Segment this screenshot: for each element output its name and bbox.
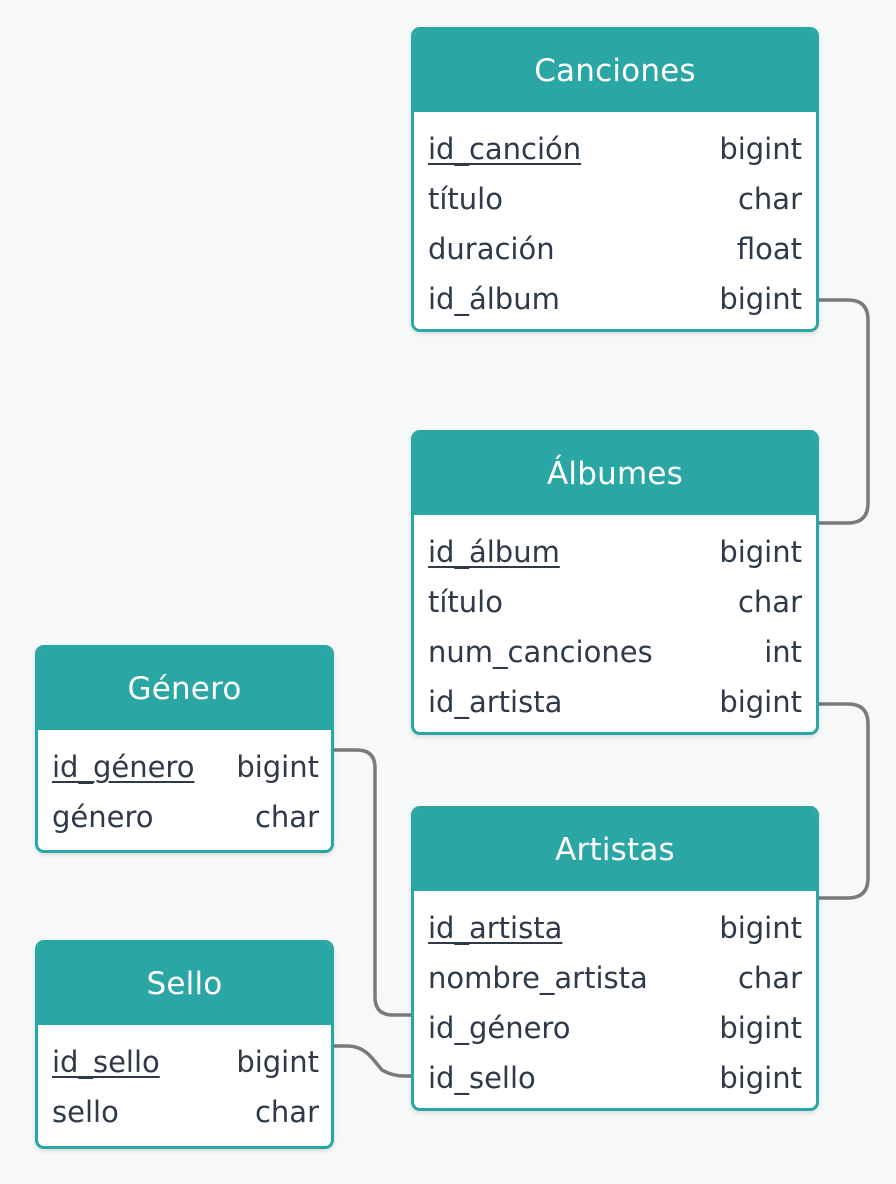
- field-name: id_sello: [428, 1061, 536, 1095]
- field-type: char: [737, 182, 802, 216]
- field-name: género: [52, 800, 154, 834]
- field-row: título char: [428, 174, 802, 224]
- primary-key-name: id_sello: [52, 1045, 160, 1079]
- field-type: bigint: [719, 685, 802, 719]
- field-type: bigint: [719, 1061, 802, 1095]
- primary-key-name: id_canción: [428, 132, 582, 166]
- connector-sello-artistas: [334, 1044, 411, 1078]
- field-row: id_canción bigint: [428, 124, 802, 174]
- field-name: num_canciones: [428, 635, 653, 669]
- field-type: bigint: [719, 132, 802, 166]
- connector-genero-artistas: [334, 748, 411, 1017]
- entity-fields: id_sello bigint sello char: [38, 1025, 331, 1137]
- field-row: id_género bigint: [428, 1003, 802, 1053]
- entity-header: Canciones: [414, 30, 816, 112]
- entity-fields: id_género bigint género char: [38, 730, 331, 842]
- entity-sello[interactable]: Sello id_sello bigint sello char: [35, 940, 334, 1149]
- field-row: id_sello bigint: [52, 1037, 319, 1087]
- field-row: id_género bigint: [52, 742, 319, 792]
- field-row: id_artista bigint: [428, 903, 802, 953]
- field-type: bigint: [719, 535, 802, 569]
- field-row: id_álbum bigint: [428, 527, 802, 577]
- field-type: bigint: [236, 750, 319, 784]
- field-type: bigint: [719, 1011, 802, 1045]
- field-row: id_artista bigint: [428, 677, 802, 727]
- field-row: nombre_artista char: [428, 953, 802, 1003]
- field-row: título char: [428, 577, 802, 627]
- field-type: char: [254, 1095, 319, 1129]
- field-row: id_sello bigint: [428, 1053, 802, 1103]
- field-row: duración float: [428, 224, 802, 274]
- field-name: duración: [428, 232, 555, 266]
- field-type: int: [764, 635, 802, 669]
- entity-canciones[interactable]: Canciones id_canción bigint título char …: [411, 27, 819, 332]
- entity-albumes[interactable]: Álbumes id_álbum bigint título char num_…: [411, 430, 819, 735]
- field-name: id_artista: [428, 685, 563, 719]
- primary-key-name: id_artista: [428, 911, 563, 945]
- field-type: bigint: [236, 1045, 319, 1079]
- entity-fields: id_artista bigint nombre_artista char id…: [414, 891, 816, 1103]
- field-type: bigint: [719, 911, 802, 945]
- field-name: sello: [52, 1095, 119, 1129]
- entity-fields: id_canción bigint título char duración f…: [414, 112, 816, 324]
- field-name: id_álbum: [428, 282, 560, 316]
- field-type: float: [736, 232, 802, 266]
- connector-albumes-artistas: [819, 702, 870, 900]
- field-row: id_álbum bigint: [428, 274, 802, 324]
- field-name: nombre_artista: [428, 961, 648, 995]
- entity-header: Álbumes: [414, 433, 816, 515]
- field-name: título: [428, 182, 503, 216]
- field-row: sello char: [52, 1087, 319, 1137]
- field-name: título: [428, 585, 503, 619]
- primary-key-name: id_género: [52, 750, 195, 784]
- field-type: char: [737, 961, 802, 995]
- entity-header: Género: [38, 648, 331, 730]
- entity-artistas[interactable]: Artistas id_artista bigint nombre_artist…: [411, 806, 819, 1111]
- field-type: bigint: [719, 282, 802, 316]
- field-name: id_género: [428, 1011, 571, 1045]
- field-type: char: [737, 585, 802, 619]
- field-row: género char: [52, 792, 319, 842]
- entity-fields: id_álbum bigint título char num_cancione…: [414, 515, 816, 727]
- connector-canciones-albumes: [819, 298, 870, 525]
- field-type: char: [254, 800, 319, 834]
- entity-header: Artistas: [414, 809, 816, 891]
- field-row: num_canciones int: [428, 627, 802, 677]
- entity-genero[interactable]: Género id_género bigint género char: [35, 645, 334, 853]
- entity-header: Sello: [38, 943, 331, 1025]
- primary-key-name: id_álbum: [428, 535, 560, 569]
